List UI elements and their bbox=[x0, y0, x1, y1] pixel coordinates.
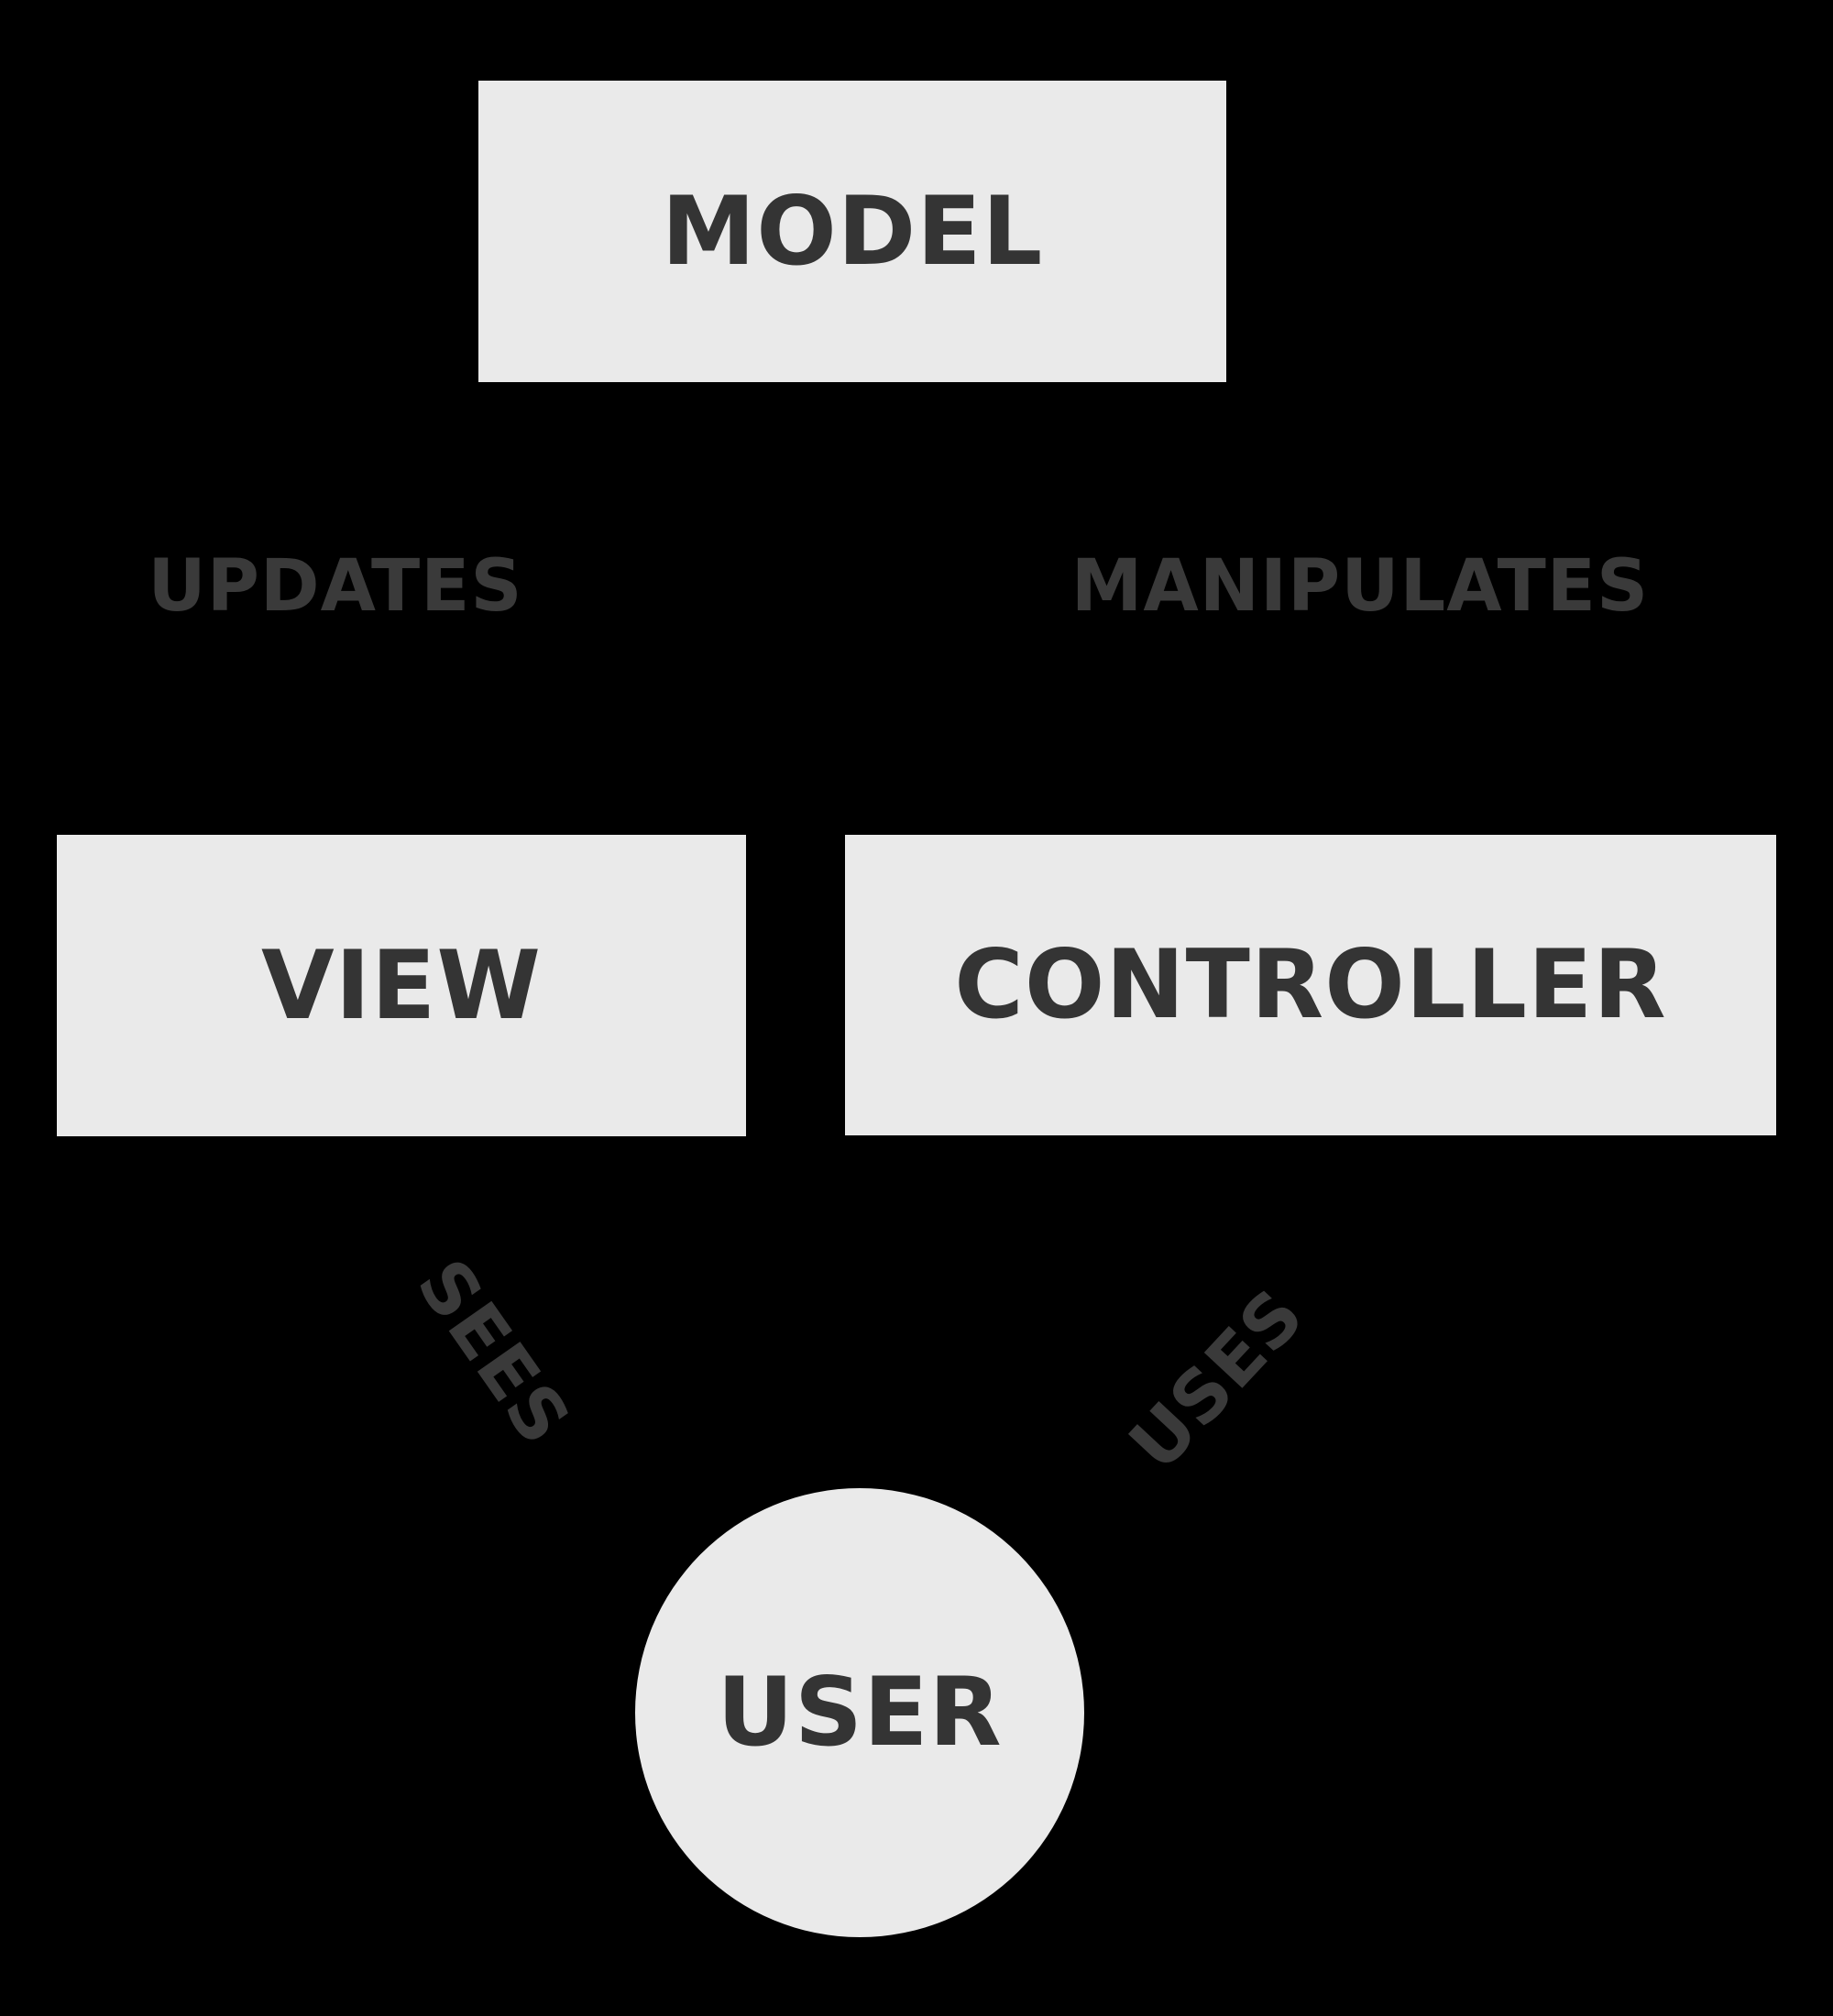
model-box: MODEL bbox=[478, 81, 1226, 382]
sees-edge-label: SEES bbox=[401, 1244, 586, 1461]
manipulates-edge-label: MANIPULATES bbox=[1070, 545, 1650, 628]
controller-box: CONTROLLER bbox=[845, 835, 1776, 1135]
view-box: VIEW bbox=[57, 835, 746, 1136]
updates-edge-label: UPDATES bbox=[148, 545, 523, 628]
uses-edge-label: USES bbox=[1114, 1274, 1321, 1486]
user-circle: USER bbox=[635, 1488, 1084, 1937]
